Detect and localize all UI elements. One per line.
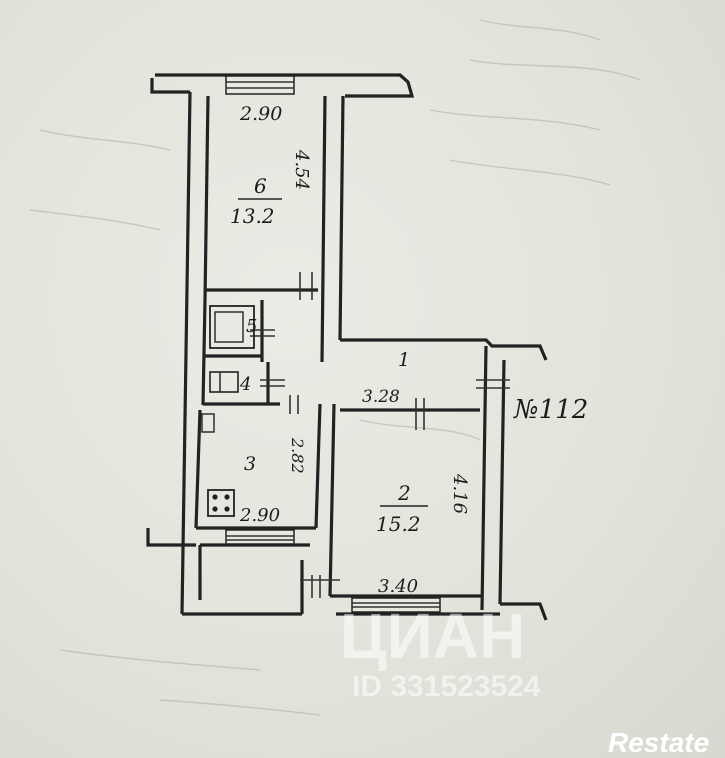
room-1: 1 3.28 [362, 349, 410, 407]
room-1-number: 1 [398, 349, 410, 371]
background-scribbles [29, 19, 641, 716]
room-2-length: 4.16 [449, 473, 470, 514]
sink-icon [201, 413, 215, 433]
room-3-number: 3 [244, 453, 256, 475]
entrance-door-right [476, 379, 510, 389]
restate-logo-text: Restate [608, 727, 709, 758]
restate-logo: Restate [608, 727, 709, 758]
room-1-dimension: 3.28 [362, 387, 400, 407]
fixtures [201, 305, 255, 517]
room-3-length: 2.82 [288, 437, 307, 474]
room-6-width: 2.90 [239, 103, 282, 125]
room-4-number: 4 [239, 374, 251, 395]
stove-icon [207, 489, 235, 517]
room-6-area: 13.2 [230, 204, 275, 228]
cian-watermark: ЦИАН ID 331523524 [340, 600, 541, 703]
toilet-icon [209, 371, 239, 393]
walls [146, 73, 548, 621]
room-2-width: 3.40 [378, 576, 418, 597]
room-6-number: 6 [254, 174, 267, 198]
watermark-listing-id: ID 331523524 [352, 670, 541, 703]
door-marks [250, 272, 425, 598]
window-top [225, 75, 295, 95]
room-3: 3 2.90 2.82 [239, 437, 307, 526]
room-6: 2.90 6 13.2 4.54 [230, 103, 312, 228]
room-6-length: 4.54 [291, 149, 312, 190]
windows [225, 75, 510, 613]
room-3-width: 2.90 [239, 505, 280, 526]
room-2: 2 15.2 4.16 3.40 [376, 473, 470, 597]
window-room-2 [351, 597, 441, 613]
watermark-brand: ЦИАН [340, 600, 525, 672]
window-kitchen [225, 529, 295, 545]
room-2-area: 15.2 [376, 512, 421, 536]
room-2-number: 2 [397, 481, 411, 505]
room-5-number: 5 [246, 316, 257, 337]
apartment-number: №112 [513, 395, 588, 425]
bathtub-icon [209, 305, 255, 349]
